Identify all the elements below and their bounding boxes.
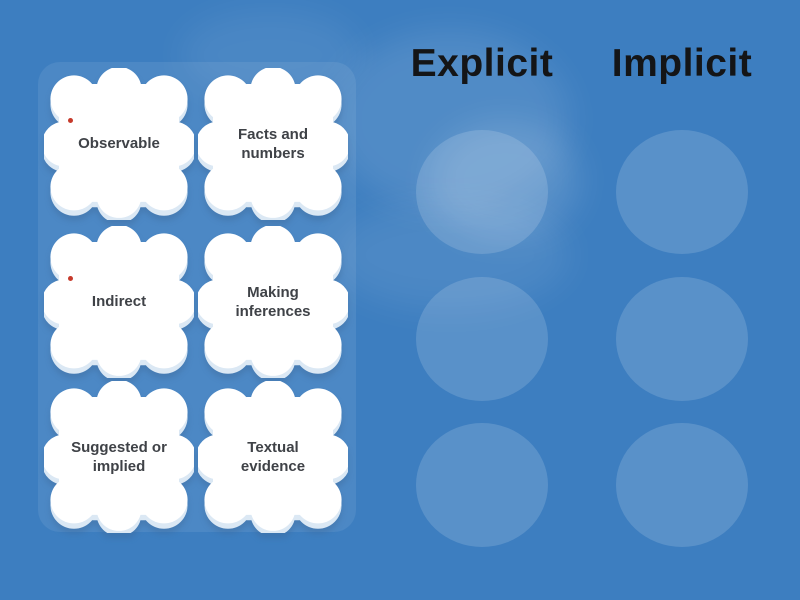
dropzone-implicit-2[interactable] bbox=[616, 277, 748, 401]
card-label: Observable bbox=[78, 135, 160, 153]
red-dot-marker bbox=[68, 276, 73, 281]
dropzone-implicit-1[interactable] bbox=[616, 130, 748, 254]
card-indirect[interactable]: Indirect bbox=[44, 226, 194, 378]
dropzone-explicit-3[interactable] bbox=[416, 423, 548, 547]
dropzone-explicit-2[interactable] bbox=[416, 277, 548, 401]
card-facts-and-numbers[interactable]: Facts and numbers bbox=[198, 68, 348, 220]
background-cloud bbox=[330, 200, 570, 310]
background-cloud bbox=[330, 30, 570, 210]
card-observable[interactable]: Observable bbox=[44, 68, 194, 220]
card-suggested-or-implied[interactable]: Suggested or implied bbox=[44, 381, 194, 533]
card-label: Making inferences bbox=[235, 283, 311, 321]
category-header-implicit: Implicit bbox=[611, 42, 753, 85]
card-label: Suggested or implied bbox=[71, 438, 167, 476]
card-label: Facts and numbers bbox=[237, 125, 309, 163]
card-label: Indirect bbox=[91, 293, 147, 311]
category-header-explicit: Explicit bbox=[410, 42, 554, 85]
card-label: Textual evidence bbox=[240, 438, 306, 476]
card-textual-evidence[interactable]: Textual evidence bbox=[198, 381, 348, 533]
red-dot-marker bbox=[68, 118, 73, 123]
dropzone-implicit-3[interactable] bbox=[616, 423, 748, 547]
card-making-inferences[interactable]: Making inferences bbox=[198, 226, 348, 378]
dropzone-explicit-1[interactable] bbox=[416, 130, 548, 254]
background-cloud bbox=[430, 120, 580, 240]
